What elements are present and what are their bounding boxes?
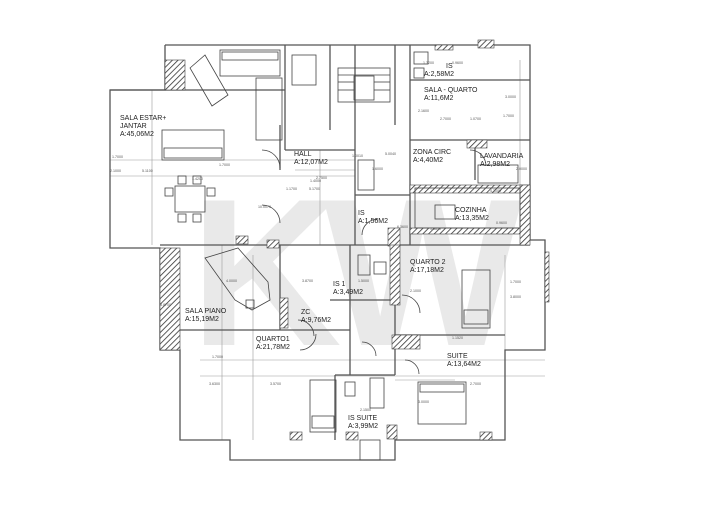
svg-text:SUITE: SUITE bbox=[447, 353, 468, 360]
room-label-zona-circ: ZONA CIRC A:4,40M2 bbox=[413, 149, 451, 164]
svg-text:5.0040: 5.0040 bbox=[385, 152, 396, 156]
svg-text:4.0000: 4.0000 bbox=[226, 279, 237, 283]
svg-text:IS: IS bbox=[446, 63, 453, 70]
svg-text:0.9600: 0.9600 bbox=[452, 61, 463, 65]
watermark-logo: KW bbox=[190, 155, 522, 390]
svg-text:1.7000: 1.7000 bbox=[503, 114, 514, 118]
svg-text:5.1100: 5.1100 bbox=[142, 169, 153, 173]
svg-text:HALL: HALL bbox=[294, 151, 312, 158]
svg-text:1.4200: 1.4200 bbox=[192, 177, 203, 181]
svg-text:2.1600: 2.1600 bbox=[418, 109, 429, 113]
svg-text:10.0070: 10.0070 bbox=[258, 205, 271, 209]
svg-text:6.3600: 6.3600 bbox=[397, 225, 408, 229]
room-label-hall: HALL A:12,07M2 bbox=[294, 151, 328, 166]
svg-text:ZONA CIRC: ZONA CIRC bbox=[413, 149, 451, 156]
room-label-is-suite: IS SUITE A:3,99M2 bbox=[348, 415, 378, 430]
svg-text:A:4,40M2: A:4,40M2 bbox=[413, 157, 443, 164]
room-label-cozinha: COZINHA A:13,35M2 bbox=[455, 207, 489, 222]
svg-text:3.0000: 3.0000 bbox=[418, 400, 429, 404]
room-label-sala-piano: SALA PIANO A:15,19M2 bbox=[185, 308, 227, 323]
svg-text:1.4000: 1.4000 bbox=[310, 179, 321, 183]
svg-text:A:3,49M2: A:3,49M2 bbox=[333, 289, 363, 296]
room-label-is-mid: IS A:1,56M2 bbox=[358, 210, 388, 225]
svg-text:3.8700: 3.8700 bbox=[302, 279, 313, 283]
svg-text:IS SUITE: IS SUITE bbox=[348, 415, 378, 422]
svg-text:2.7000: 2.7000 bbox=[470, 382, 481, 386]
svg-text:A:15,19M2: A:15,19M2 bbox=[185, 316, 219, 323]
wall-hatches bbox=[159, 39, 550, 441]
svg-text:A:11,6M2: A:11,6M2 bbox=[424, 95, 454, 102]
svg-text:2.1500: 2.1500 bbox=[360, 408, 371, 412]
svg-text:JANTAR: JANTAR bbox=[120, 123, 147, 130]
svg-text:1.6000: 1.6000 bbox=[372, 167, 383, 171]
svg-text:A:17,18M2: A:17,18M2 bbox=[410, 267, 444, 274]
room-label-suite: SUITE A:13,64M2 bbox=[447, 353, 481, 368]
svg-text:A:2,98M2: A:2,98M2 bbox=[480, 161, 510, 168]
svg-text:2.7500: 2.7500 bbox=[316, 176, 327, 180]
svg-text:1.1520: 1.1520 bbox=[452, 336, 463, 340]
svg-text:3.0000: 3.0000 bbox=[505, 95, 516, 99]
svg-text:ZC: ZC bbox=[301, 309, 310, 316]
svg-text:SALA PIANO: SALA PIANO bbox=[185, 308, 227, 315]
svg-text:A:2,58M2: A:2,58M2 bbox=[424, 71, 454, 78]
svg-text:3.8700: 3.8700 bbox=[160, 303, 171, 307]
svg-text:1.5650: 1.5650 bbox=[430, 227, 441, 231]
furniture bbox=[161, 49, 521, 461]
svg-text:1.5000: 1.5000 bbox=[358, 279, 369, 283]
room-label-quarto2: QUARTO 2 A:17,18M2 bbox=[410, 259, 446, 274]
svg-text:1.7000: 1.7000 bbox=[510, 280, 521, 284]
room-label-is-top: IS A:2,58M2 bbox=[424, 63, 454, 78]
room-label-sala-estar: SALA ESTAR+ JANTAR A:45,06M2 bbox=[120, 115, 166, 138]
room-label-lavandaria: LAVANDARIA A:2,98M2 bbox=[480, 153, 524, 168]
svg-text:2.1000: 2.1000 bbox=[110, 169, 121, 173]
svg-text:A:9,76M2: A:9,76M2 bbox=[301, 317, 331, 324]
svg-text:3.8000: 3.8000 bbox=[510, 295, 521, 299]
svg-text:1.0700: 1.0700 bbox=[470, 117, 481, 121]
svg-text:A:21,78M2: A:21,78M2 bbox=[256, 344, 290, 351]
svg-text:4.2000: 4.2000 bbox=[490, 189, 501, 193]
svg-text:A:13,35M2: A:13,35M2 bbox=[455, 215, 489, 222]
room-label-sala-quarto: SALA - QUARTO A:11,6M2 bbox=[424, 87, 478, 102]
svg-text:SALA - QUARTO: SALA - QUARTO bbox=[424, 87, 478, 94]
svg-text:IS 1: IS 1 bbox=[333, 281, 346, 288]
svg-text:A:13,64M2: A:13,64M2 bbox=[447, 361, 481, 368]
svg-text:5.1700: 5.1700 bbox=[309, 187, 320, 191]
svg-text:SALA ESTAR+: SALA ESTAR+ bbox=[120, 115, 166, 122]
svg-text:A:3,99M2: A:3,99M2 bbox=[348, 423, 378, 430]
svg-text:A:1,56M2: A:1,56M2 bbox=[358, 218, 388, 225]
svg-text:1.7000: 1.7000 bbox=[212, 355, 223, 359]
svg-text:0.9600: 0.9600 bbox=[496, 221, 507, 225]
svg-text:1.3200: 1.3200 bbox=[423, 61, 434, 65]
svg-text:2.1000: 2.1000 bbox=[410, 289, 421, 293]
svg-text:A:12,07M2: A:12,07M2 bbox=[294, 159, 328, 166]
svg-text:QUARTO 2: QUARTO 2 bbox=[410, 259, 446, 266]
svg-text:COZINHA: COZINHA bbox=[455, 207, 487, 214]
svg-text:2.7000: 2.7000 bbox=[440, 117, 451, 121]
svg-text:1.7000: 1.7000 bbox=[112, 155, 123, 159]
room-label-zc: ZC A:9,76M2 bbox=[301, 309, 331, 324]
svg-text:3.6300: 3.6300 bbox=[209, 382, 220, 386]
svg-text:2.0000: 2.0000 bbox=[516, 167, 527, 171]
room-label-is1: IS 1 A:3,49M2 bbox=[333, 281, 363, 296]
svg-text:1.1700: 1.1700 bbox=[286, 187, 297, 191]
dimension-labels: 1.7000 3.8700 2.1000 1.4200 5.1100 1.170… bbox=[110, 61, 527, 412]
svg-text:1.7000: 1.7000 bbox=[219, 163, 230, 167]
svg-text:3.5700: 3.5700 bbox=[270, 382, 281, 386]
room-label-quarto1: QUARTO1 A:21,78M2 bbox=[256, 336, 290, 351]
svg-text:1.0010: 1.0010 bbox=[352, 154, 363, 158]
svg-text:LAVANDARIA: LAVANDARIA bbox=[480, 153, 524, 160]
svg-text:IS: IS bbox=[358, 210, 365, 217]
svg-text:QUARTO1: QUARTO1 bbox=[256, 336, 290, 343]
svg-text:A:45,06M2: A:45,06M2 bbox=[120, 131, 154, 138]
